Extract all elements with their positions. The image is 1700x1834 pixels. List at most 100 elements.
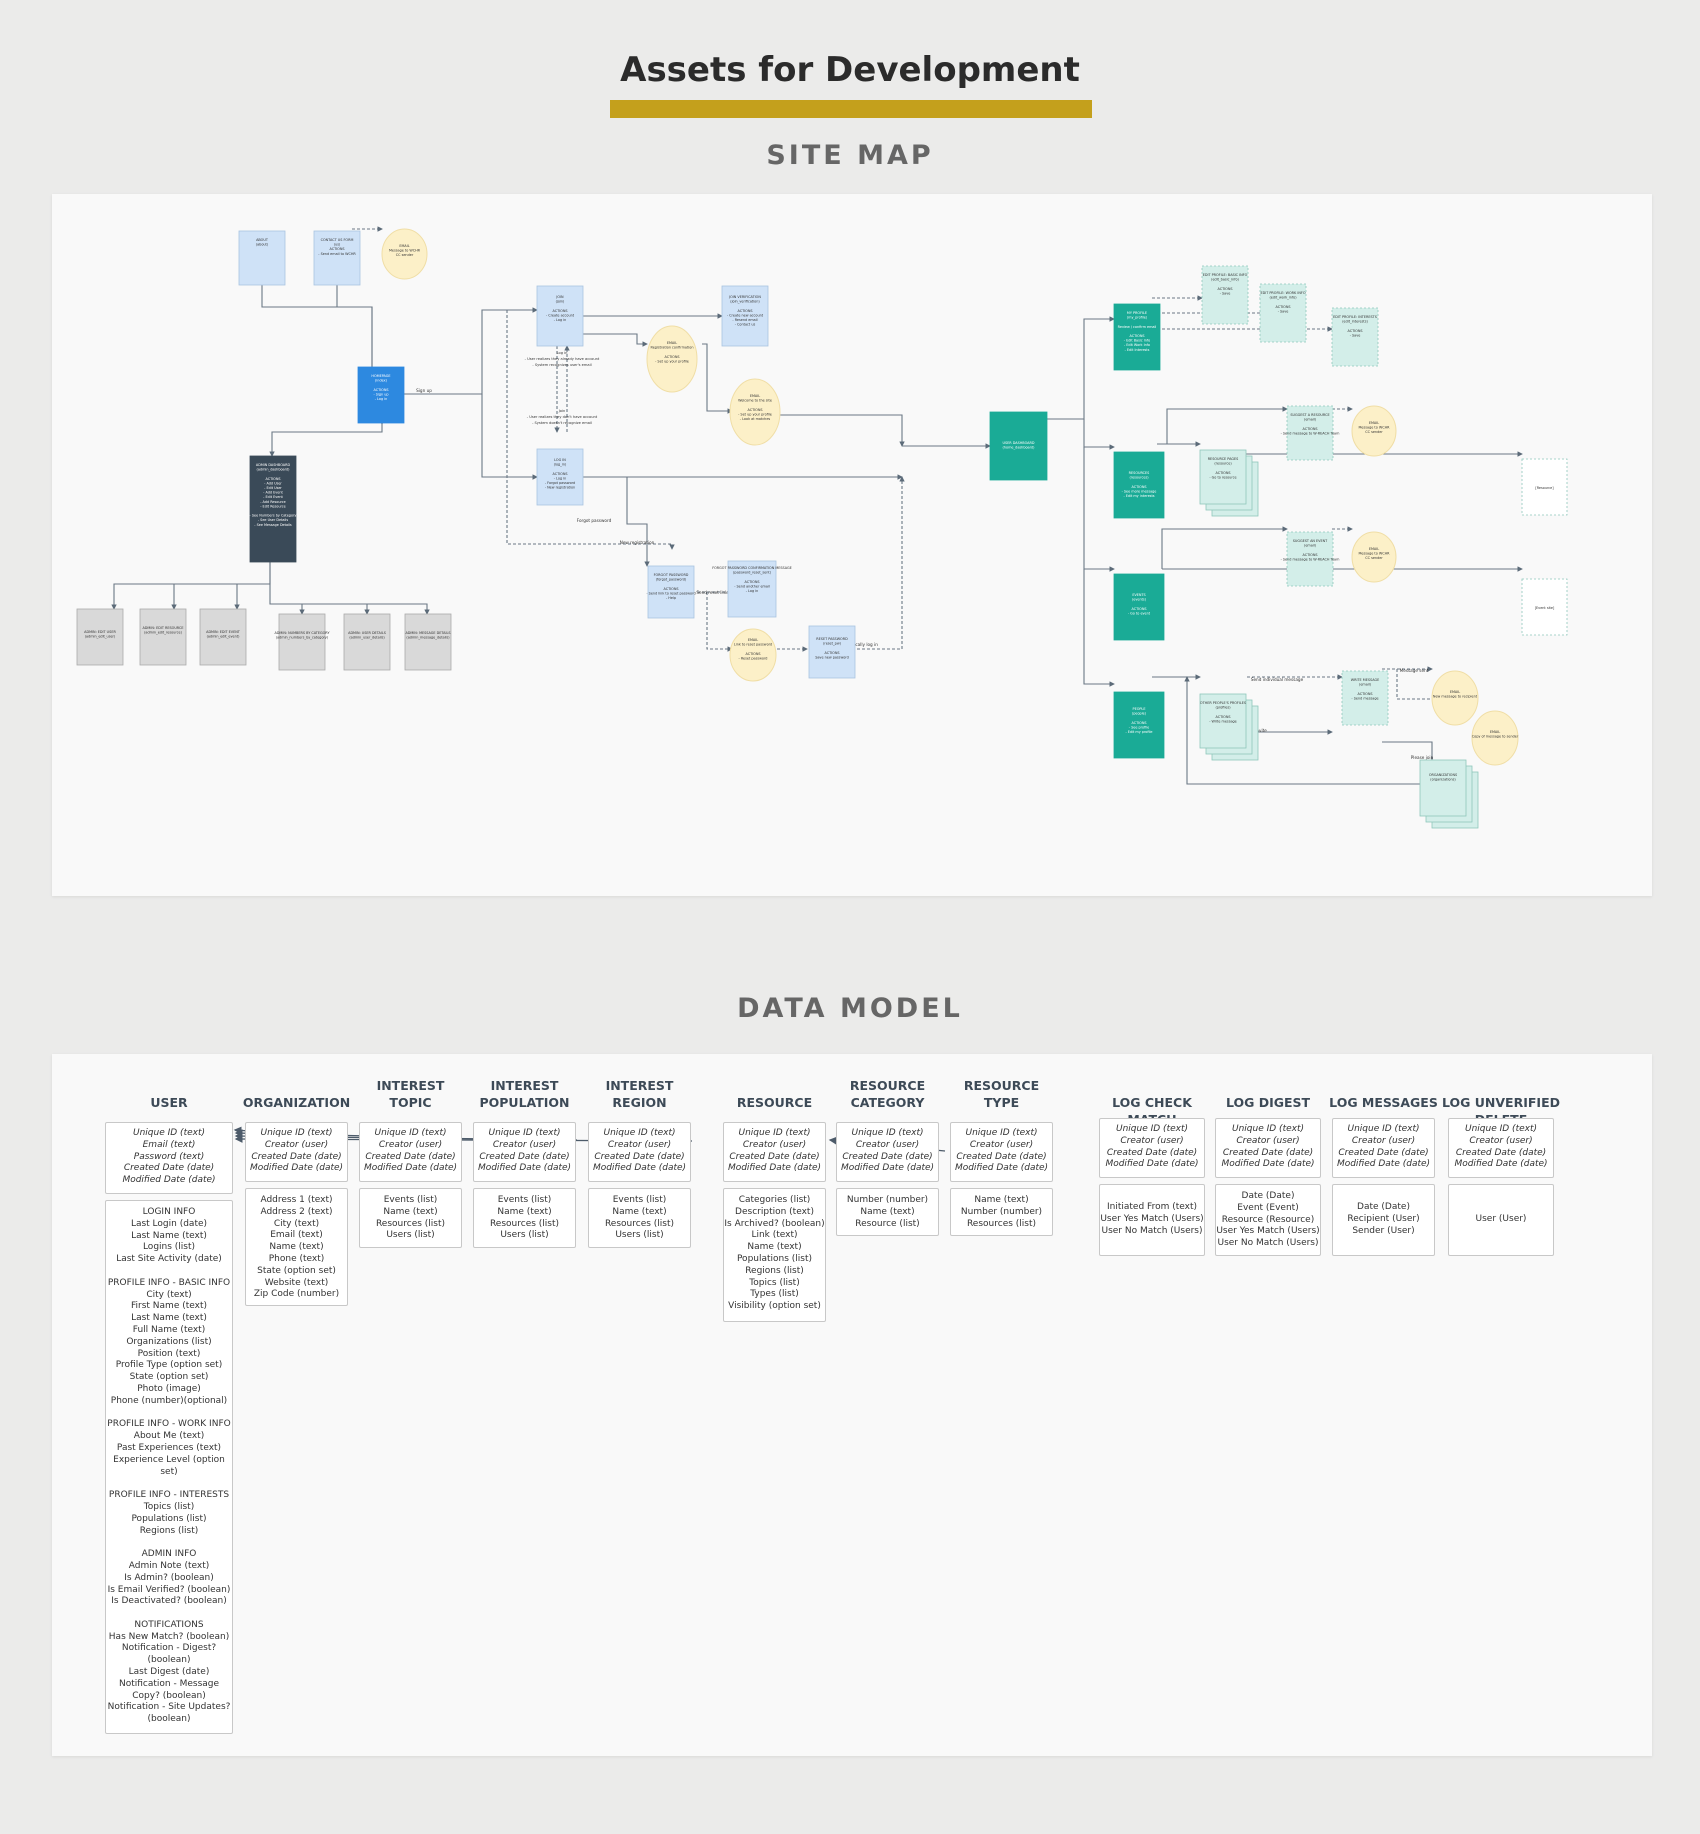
node-resources: RESOURCES(resources)ACTIONS- See more me… xyxy=(1113,451,1165,519)
label-label_join_hint: - System doesn't recognize email xyxy=(532,421,592,425)
entity-fields: Name (text)Number (number)Resources (lis… xyxy=(950,1188,1053,1236)
svg-text:(join_verification): (join_verification) xyxy=(730,300,760,304)
svg-text:ADMIN: USER DETAILS: ADMIN: USER DETAILS xyxy=(348,631,386,635)
svg-text:ACTIONS: ACTIONS xyxy=(1275,305,1290,309)
entity-fields: Address 1 (text)Address 2 (text)City (te… xyxy=(245,1188,348,1306)
svg-text:- Help: - Help xyxy=(666,596,676,600)
svg-text:ACTIONS: ACTIONS xyxy=(745,652,760,656)
entity-common-fields: Unique ID (text)Creator (user)Created Da… xyxy=(1099,1118,1205,1178)
entity-fields: Date (Date)Event (Event)Resource (Resour… xyxy=(1215,1184,1321,1256)
svg-text:ACTIONS: ACTIONS xyxy=(1302,427,1317,431)
svg-text:CC sender: CC sender xyxy=(396,253,414,257)
entity-fields: Events (list)Name (text)Resources (list)… xyxy=(473,1188,576,1248)
svg-text:(reset_pw): (reset_pw) xyxy=(823,642,842,646)
svg-text:Registration confirmation: Registration confirmation xyxy=(651,346,694,350)
svg-text:CC sender: CC sender xyxy=(1365,430,1383,434)
svg-text:ACTIONS: ACTIONS xyxy=(1215,715,1230,719)
svg-text:- Save: - Save xyxy=(1350,333,1361,337)
svg-text:ACTIONS: ACTIONS xyxy=(1215,471,1230,475)
svg-text:- Edit my profile: - Edit my profile xyxy=(1125,730,1152,734)
entity-common-fields: Unique ID (text)Creator (user)Created Da… xyxy=(588,1122,691,1182)
svg-text:- Edit Event: - Edit Event xyxy=(263,495,283,499)
entity-common-fields: Unique ID (text)Creator (user)Created Da… xyxy=(1215,1118,1321,1178)
svg-text:(edit_work_info): (edit_work_info) xyxy=(1269,296,1297,300)
node-contact: CONTACT US FORM(us)ACTIONS- Send email t… xyxy=(313,230,361,286)
svg-text:PEOPLE: PEOPLE xyxy=(1133,707,1146,711)
svg-text:Message to WCHR: Message to WCHR xyxy=(389,249,421,253)
svg-text:CC sender: CC sender xyxy=(1365,556,1383,560)
svg-text:SUGGEST A RESOURCE: SUGGEST A RESOURCE xyxy=(1290,413,1329,417)
node-about: ABOUT(about) xyxy=(238,230,286,286)
svg-text:Link to reset password: Link to reset password xyxy=(734,643,772,647)
svg-text:EMAIL: EMAIL xyxy=(1490,730,1500,734)
svg-text:(join): (join) xyxy=(556,300,565,304)
label-label_please_join: Please join xyxy=(1411,755,1434,760)
entity-fields: Events (list)Name (text)Resources (list)… xyxy=(359,1188,462,1248)
svg-text:(admin_dashboard): (admin_dashboard) xyxy=(257,468,291,472)
node-people: PEOPLE(people)ACTIONS- See profile- Edit… xyxy=(1113,691,1165,759)
entity-common-fields: Unique ID (text)Creator (user)Created Da… xyxy=(359,1122,462,1182)
label-label_login_hint: - User realizes they already have accoun… xyxy=(525,357,600,361)
svg-text:(password_reset_sent): (password_reset_sent) xyxy=(733,571,772,575)
svg-text:ACTIONS: ACTIONS xyxy=(373,388,388,392)
entity-common-fields: Unique ID (text)Creator (user)Created Da… xyxy=(473,1122,576,1182)
svg-text:MY PROFILE: MY PROFILE xyxy=(1127,311,1147,315)
svg-text:(admin_edit_event): (admin_edit_event) xyxy=(207,635,241,639)
node-user-dashboard: USER DASHBOARD(home_dashboard) xyxy=(989,411,1048,481)
svg-text:(admin_message_details): (admin_message_details) xyxy=(406,636,450,640)
node-edit-basic: EDIT PROFILE: BASIC INFO(edit_basic_info… xyxy=(1201,265,1249,325)
svg-text:(profiles): (profiles) xyxy=(1215,706,1231,710)
label-label_join_hint: Join xyxy=(558,409,566,413)
svg-text:ACTIONS: ACTIONS xyxy=(552,309,567,313)
entity-name: RESOURCE xyxy=(736,1095,813,1110)
svg-text:RESOURCE PAGES: RESOURCE PAGES xyxy=(1208,457,1239,461)
entity-name: LOG DIGEST xyxy=(1225,1095,1311,1110)
svg-text:FORGOT PASSWORD: FORGOT PASSWORD xyxy=(654,573,689,577)
svg-text:EMAIL: EMAIL xyxy=(1369,547,1379,551)
node-my-profile: MY PROFILE(my_profile)Review / confirm e… xyxy=(1113,303,1161,371)
label-label_new_registration: New registration xyxy=(620,540,655,545)
svg-text:New message to recipient: New message to recipient xyxy=(1433,695,1478,699)
svg-text:- See more message: - See more message xyxy=(1122,489,1157,493)
svg-text:(my_profile): (my_profile) xyxy=(1127,316,1148,320)
svg-text:ACTIONS: ACTIONS xyxy=(1131,485,1146,489)
svg-text:RESOURCES: RESOURCES xyxy=(1129,471,1150,475)
data-model-heading: DATA MODEL xyxy=(737,993,963,1024)
site-map-heading: SITE MAP xyxy=(766,140,934,171)
label-label_forgot: Forgot password xyxy=(577,518,612,523)
svg-text:ADMIN: EDIT RESOURCE: ADMIN: EDIT RESOURCE xyxy=(142,626,183,630)
svg-text:- Set up your profile: - Set up your profile xyxy=(655,359,689,363)
node-admin-message-details: ADMIN: MESSAGE DETAILS(admin_message_det… xyxy=(404,613,452,671)
svg-text:- Write message: - Write message xyxy=(1209,719,1237,723)
svg-text:- Log in: - Log in xyxy=(375,397,388,401)
svg-text:ACTIONS: ACTIONS xyxy=(329,247,344,251)
svg-text:- Send another email: - Send another email xyxy=(734,584,770,588)
svg-text:- Send message to W-REACH Team: - Send message to W-REACH Team xyxy=(1281,431,1341,435)
node-admin-dashboard: ADMIN DASHBOARD(admin_dashboard)ACTIONS-… xyxy=(250,455,297,563)
svg-text:ADMIN: EDIT EVENT: ADMIN: EDIT EVENT xyxy=(206,630,241,634)
svg-text:[Event site]: [Event site] xyxy=(1535,606,1555,610)
svg-text:- Edit my interests: - Edit my interests xyxy=(1123,494,1154,498)
svg-text:ACTIONS: ACTIONS xyxy=(1131,721,1146,725)
svg-text:- Add Event: - Add Event xyxy=(263,491,283,495)
svg-text:CONTACT US FORM: CONTACT US FORM xyxy=(321,238,354,242)
node-write-message: WRITE MESSAGE(email)ACTIONS- Send messag… xyxy=(1341,670,1389,726)
svg-text:EMAIL: EMAIL xyxy=(1450,690,1460,694)
entity-fields: User (User) xyxy=(1448,1184,1554,1256)
svg-text:- See Numbers by Category: - See Numbers by Category xyxy=(250,514,297,518)
svg-text:(about): (about) xyxy=(256,243,269,247)
entity-fields: Events (list)Name (text)Resources (list)… xyxy=(588,1188,691,1248)
svg-text:- Send link to reset password: - Send link to reset password xyxy=(646,591,695,595)
svg-text:Save new password: Save new password xyxy=(815,655,849,659)
svg-text:(admin_numbers_by_category): (admin_numbers_by_category) xyxy=(276,636,329,640)
svg-text:ACTIONS: ACTIONS xyxy=(552,472,567,476)
entity-common-fields: Unique ID (text)Creator (user)Created Da… xyxy=(950,1122,1053,1182)
node-resource-external: [Resource] xyxy=(1521,458,1568,516)
svg-text:EMAIL: EMAIL xyxy=(748,638,758,642)
